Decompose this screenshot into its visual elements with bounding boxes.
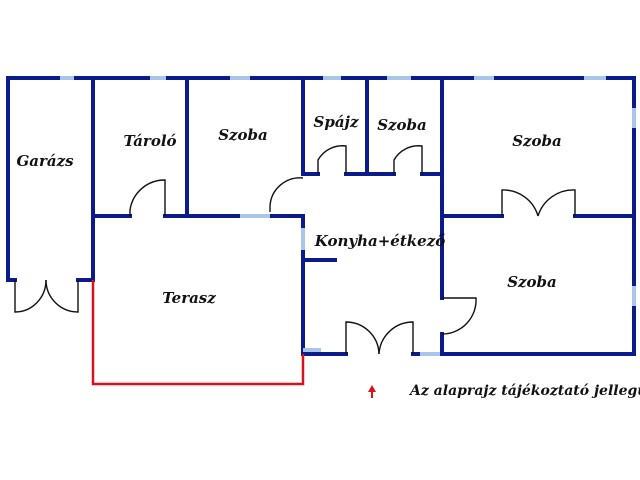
room-label-pantry: Spájz	[314, 113, 359, 131]
walls	[6, 76, 636, 356]
room-label-room-4: Szoba	[507, 273, 557, 291]
room-labels: Garázs Tároló Szoba Spájz Szoba Szoba Ko…	[16, 113, 561, 307]
disclaimer-note: Az alaprajz tájékoztató jellegű	[408, 383, 640, 399]
pantry-door	[317, 145, 347, 174]
room-label-garage: Garázs	[16, 152, 74, 170]
room-label-room-3: Szoba	[512, 132, 562, 150]
room-label-room-1: Szoba	[218, 126, 268, 144]
windows	[60, 76, 636, 356]
doors	[14, 145, 576, 355]
room-label-kitchen: Konyha+étkező	[314, 232, 445, 250]
kitchen-door	[269, 177, 304, 212]
north-arrow-icon	[368, 385, 376, 398]
storage-door	[129, 179, 166, 216]
room-3-double-door	[501, 189, 576, 217]
kitchen-bottom-double-door	[345, 321, 414, 355]
garage-door	[14, 279, 79, 313]
room-label-terrace: Terasz	[162, 289, 216, 307]
room-label-room-2: Szoba	[377, 116, 427, 134]
room-2-door	[393, 145, 423, 174]
room-label-storage: Tároló	[123, 132, 176, 150]
room-4-door	[441, 297, 477, 335]
terrace-outline	[91, 280, 305, 386]
